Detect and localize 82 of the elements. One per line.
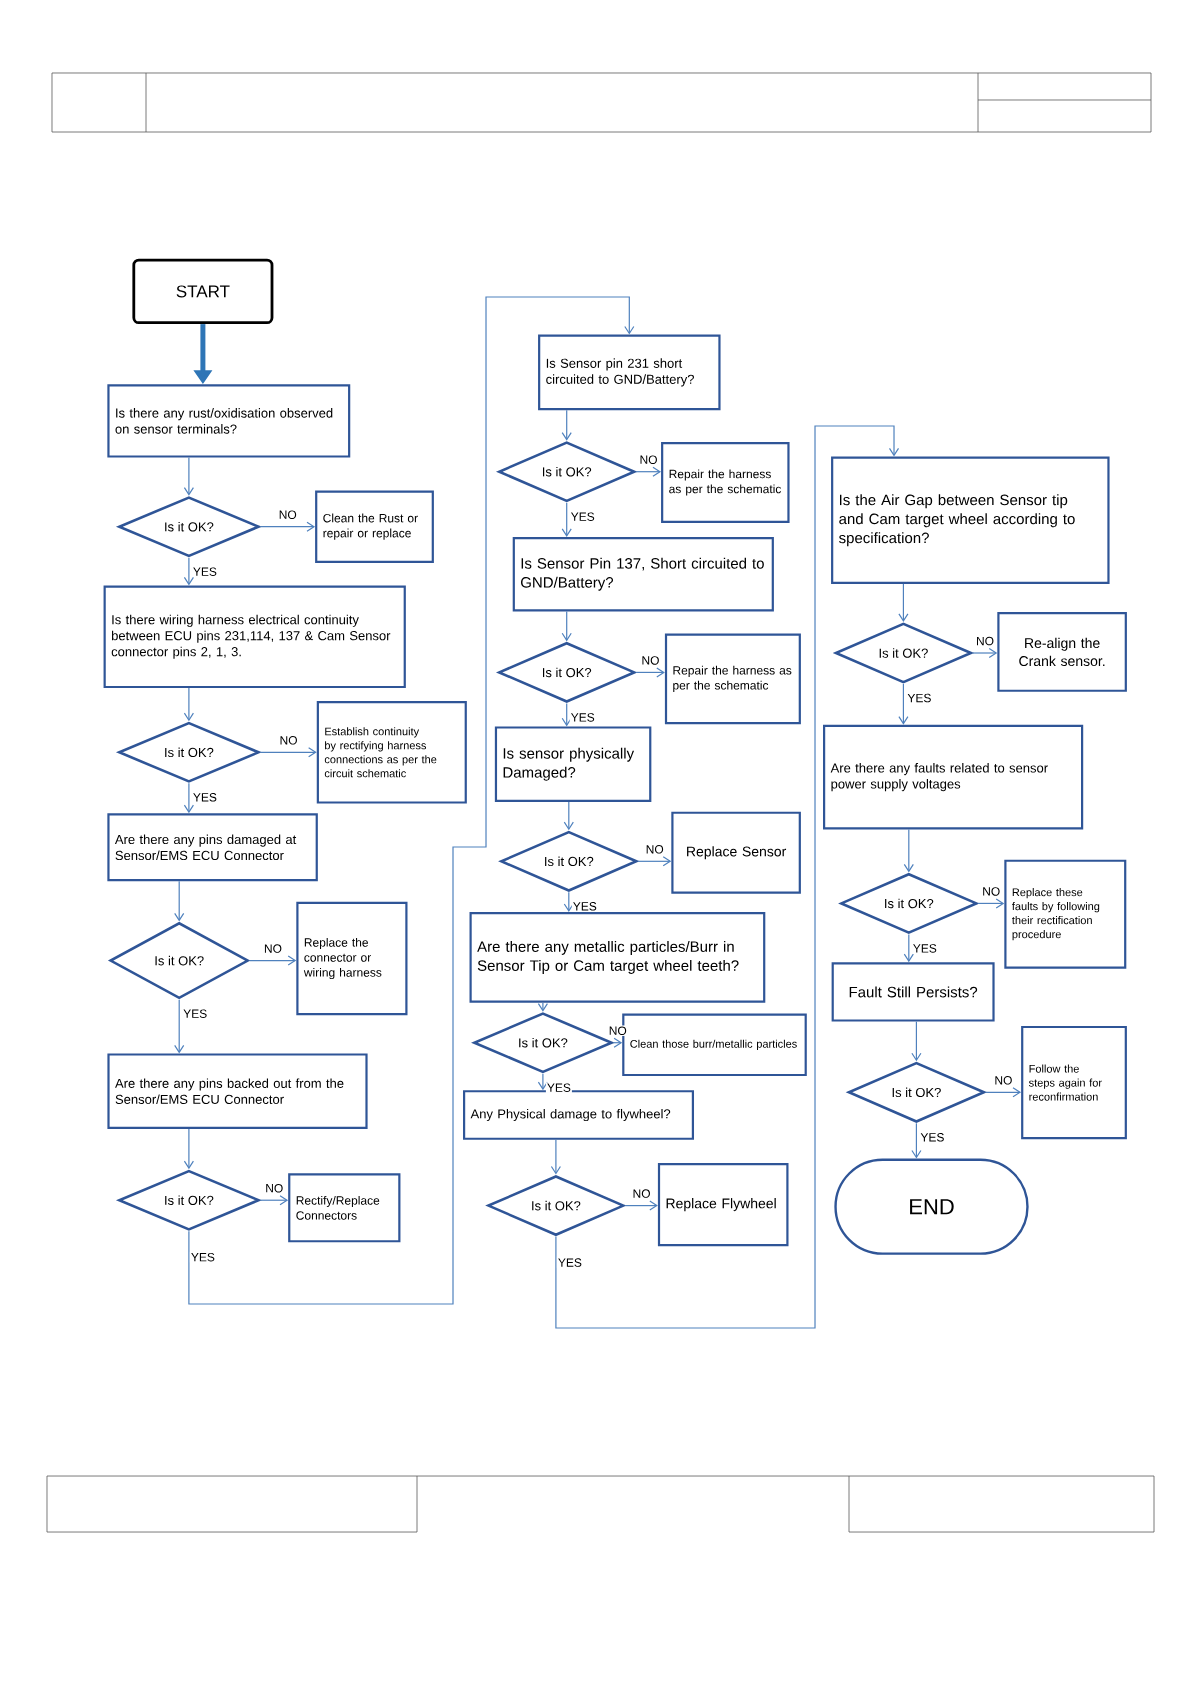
edge-label: NO (975, 635, 995, 647)
end-terminal: END (834, 1158, 1029, 1255)
process-box: Are there any faults related to sensor power supply voltages (823, 724, 1084, 830)
edge-label: NO (277, 509, 298, 520)
arrow (635, 466, 662, 477)
process-box: Clean the Rust or repair or replace (315, 490, 434, 563)
arrow (183, 1128, 194, 1170)
arrow (259, 1195, 289, 1206)
arrow (898, 683, 909, 725)
process-box: Repair the harness as per the schematic (664, 633, 801, 725)
arrow (183, 782, 194, 814)
edge-label: NO (638, 454, 659, 465)
arrow (259, 521, 316, 532)
process-box: Re-align the Crank sensor. (997, 611, 1127, 692)
arrow (174, 999, 185, 1054)
edge-label: NO (607, 1025, 628, 1036)
arrow (561, 502, 572, 537)
arrow (174, 880, 185, 922)
process-box: Is Sensor pin 231 short circuited to GND/Battery? (538, 334, 721, 411)
arrow (972, 647, 998, 659)
arrow (911, 1021, 922, 1062)
process-box: Are there any pins backed out from the Sensor/EMS ECU Connector (107, 1053, 368, 1129)
arrow (624, 1200, 658, 1211)
start-terminal: START (132, 258, 274, 325)
process-box: Follow the steps again for reconfirmation (1021, 1025, 1127, 1140)
arrow (977, 898, 1005, 909)
process-box: Establish continuity by rectifying harness connections as per the circuit schematic (316, 701, 467, 804)
process-box: Is sensor physically Damaged? (494, 726, 652, 802)
arrow (561, 702, 572, 727)
edge-label: YES (919, 1132, 946, 1143)
arrow (183, 687, 194, 722)
arrow (637, 856, 672, 867)
edge-label: NO (631, 1188, 652, 1199)
arrow (985, 1087, 1022, 1098)
edge-label: YES (556, 1257, 583, 1268)
edge-label: YES (191, 566, 218, 577)
arrow (561, 409, 572, 441)
process-box: Is there any rust/oxidisation observed on sensor terminals? (107, 384, 351, 458)
edge-label: YES (569, 511, 596, 522)
process-box: Replace the connector or wiring harness (296, 901, 408, 1016)
process-box: Is the Air Gap between Sensor tip and Cam target wheel according to specification? (831, 456, 1110, 584)
edge-label: NO (993, 1075, 1014, 1086)
edge-label: YES (571, 901, 598, 912)
edge-label: NO (644, 844, 665, 855)
edge-label: YES (569, 712, 596, 723)
edge-label: NO (278, 735, 299, 746)
process-box: Replace Flywheel (657, 1163, 789, 1247)
edge-label: YES (182, 1008, 209, 1019)
edge-label: YES (911, 943, 938, 954)
arrow (563, 891, 574, 913)
arrow (635, 667, 665, 678)
process-box: Is Sensor Pin 137, Short circuited to GND/Battery? (512, 536, 774, 612)
arrow (183, 557, 194, 586)
arrow (555, 425, 900, 1329)
arrow (563, 801, 574, 831)
arrow (561, 610, 572, 642)
process-box: Rectify/Replace Connectors (288, 1173, 401, 1243)
edge-label: NO (262, 943, 283, 954)
process-box: Fault Still Persists? (831, 962, 995, 1022)
arrow (249, 955, 297, 966)
edge-label: YES (906, 692, 933, 704)
edge-label: YES (191, 792, 218, 803)
edge-label: NO (981, 886, 1002, 897)
arrow (898, 583, 909, 622)
process-box: Are there any metallic particles/Burr in Sensor Tip or Cam target wheel teeth? (469, 912, 766, 1003)
edge-label: YES (545, 1082, 572, 1093)
arrow (537, 1073, 548, 1091)
arrow (911, 1122, 922, 1159)
edge-label: YES (189, 1251, 216, 1263)
arrow (903, 933, 914, 963)
process-box: Are there any pins damaged at Sensor/EMS ECU Connector (107, 813, 318, 882)
arrow (183, 457, 194, 496)
arrow (188, 296, 635, 1305)
process-box: Replace these faults by following their rectification procedure (1004, 859, 1127, 969)
process-box: Replace Sensor (671, 811, 801, 894)
edge-label: NO (640, 655, 661, 666)
process-box: Repair the harness as per the schematic (661, 442, 790, 523)
process-box: Is there wiring harness electrical continuity between ECU pins 231,114, 137 & Cam Sensor connector pins 2, 1, 3. (103, 585, 406, 689)
edge-label: NO (264, 1182, 285, 1194)
arrow (550, 1139, 561, 1175)
arrow (903, 828, 914, 873)
arrow (259, 747, 317, 758)
